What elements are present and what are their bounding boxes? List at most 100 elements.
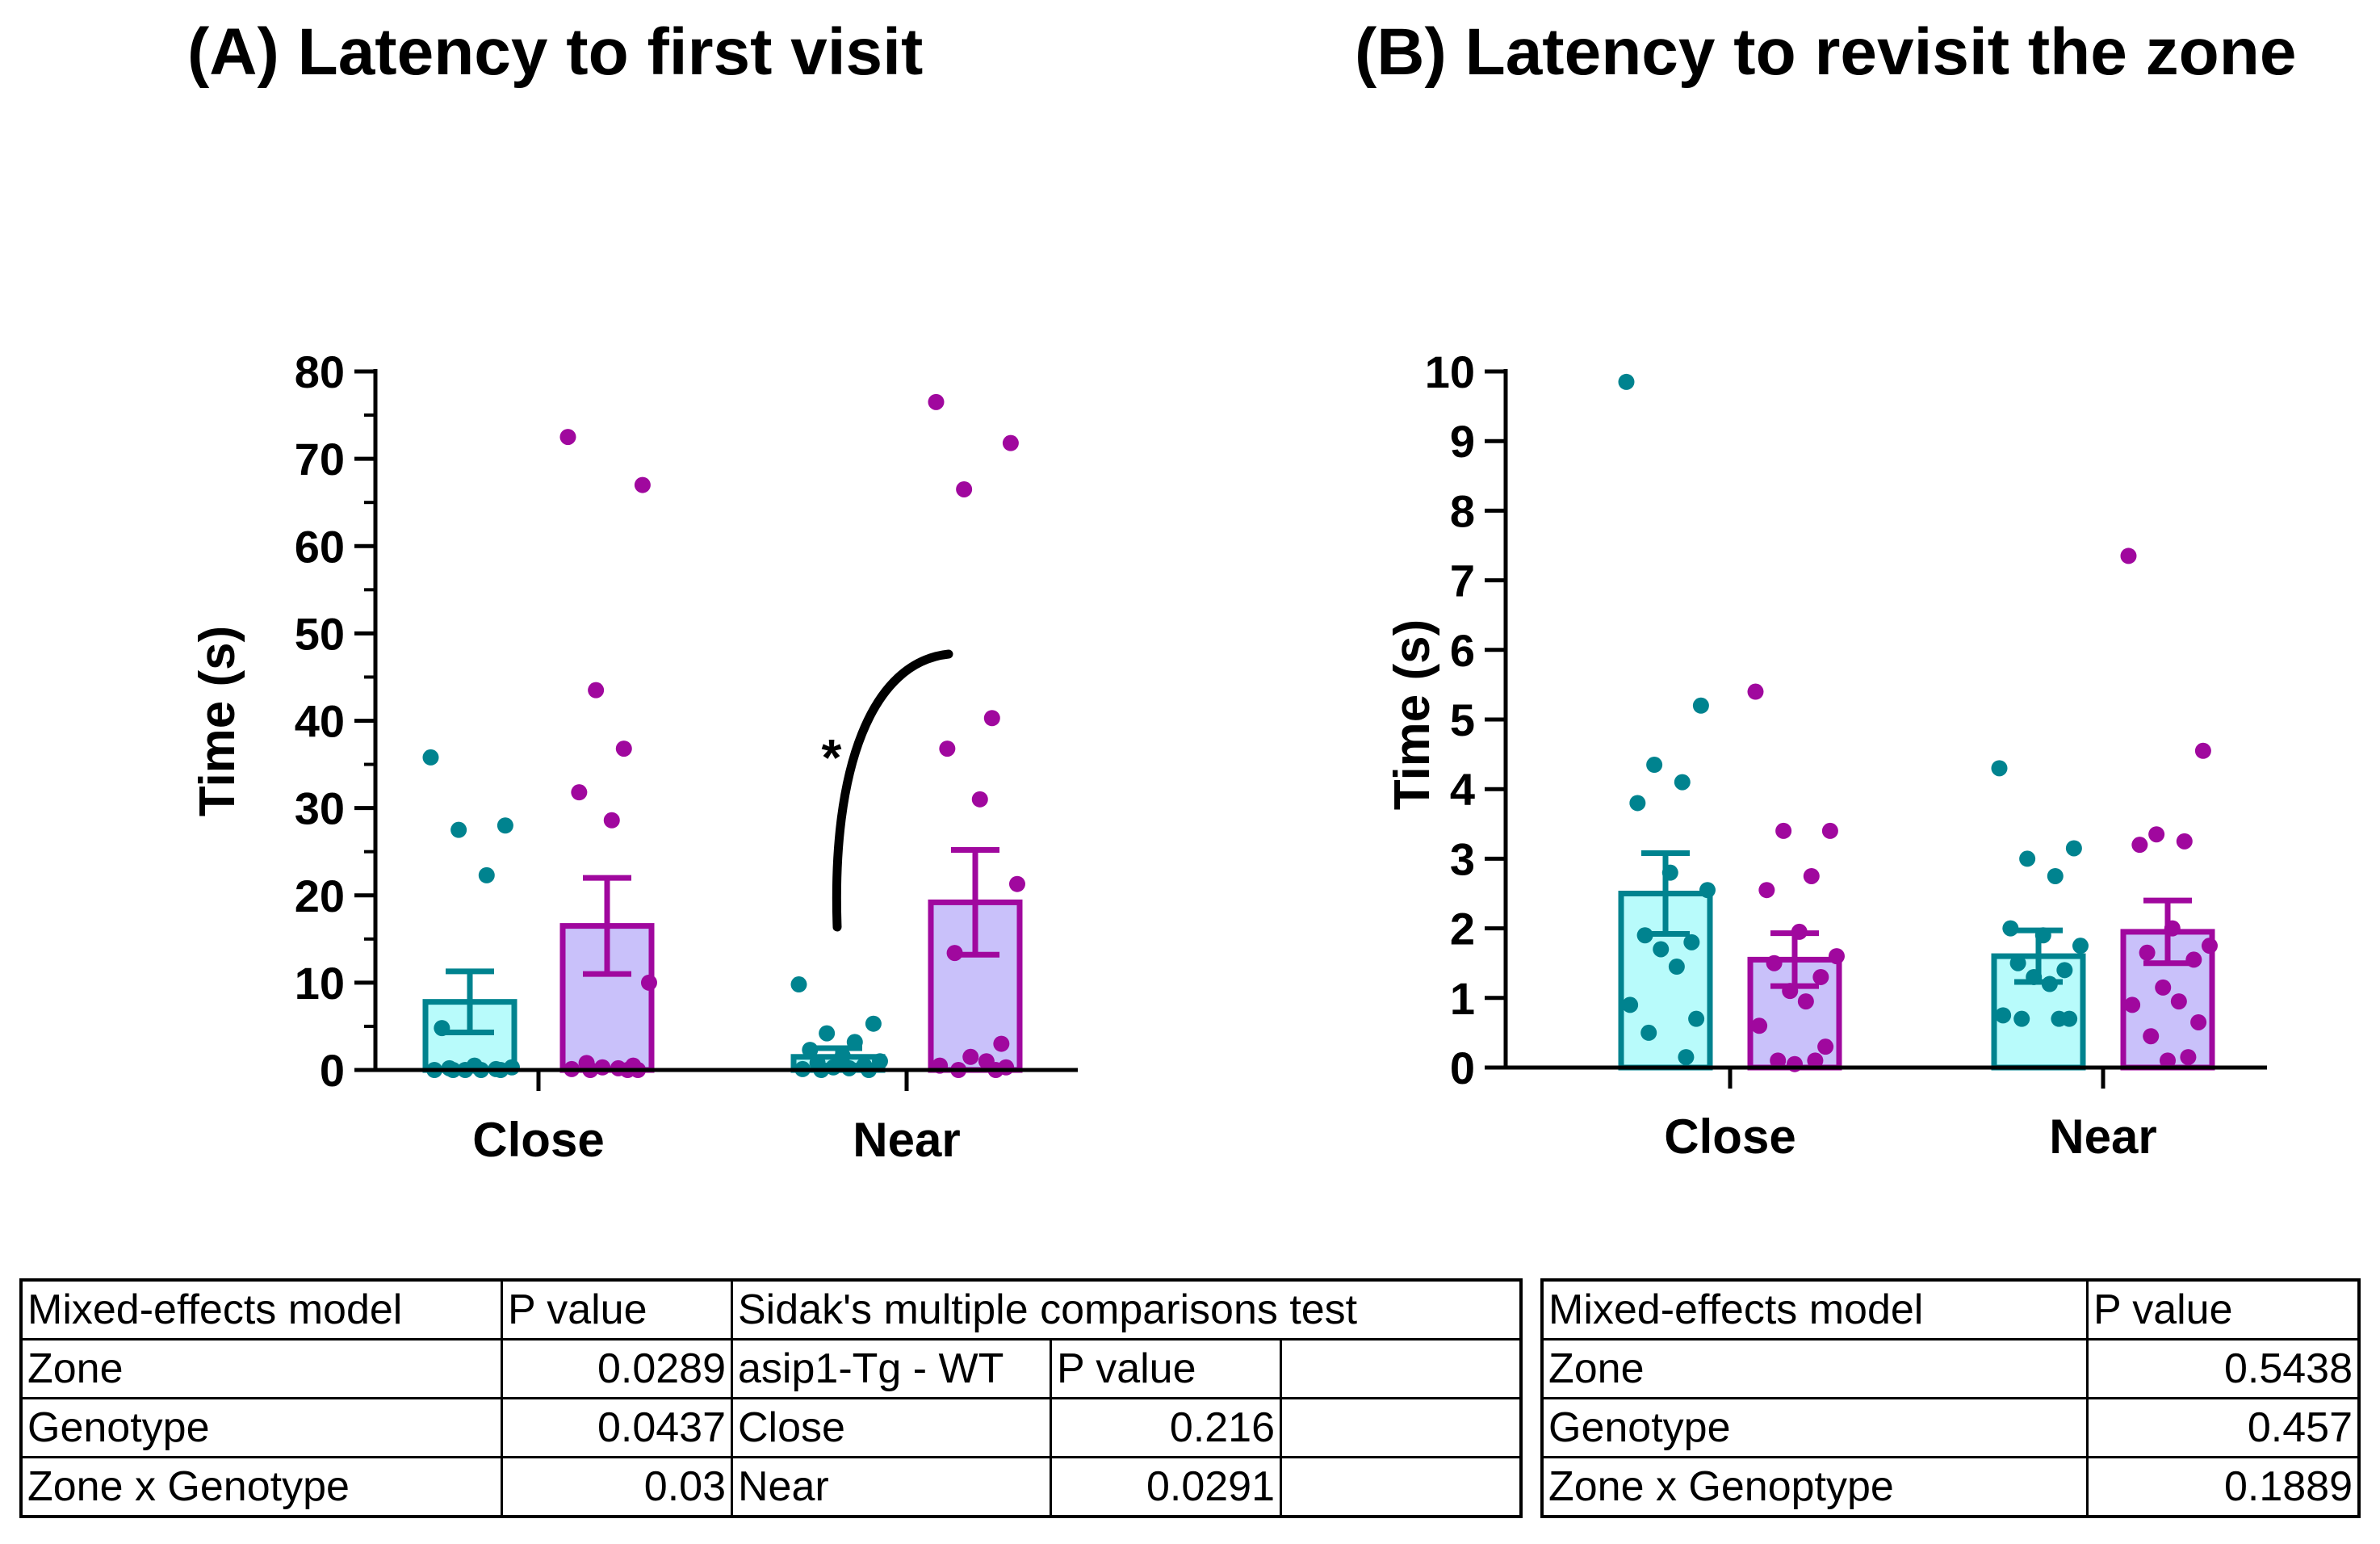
data-point bbox=[450, 821, 467, 838]
data-point bbox=[2170, 993, 2187, 1010]
table-a-cell: Near bbox=[731, 1456, 1052, 1518]
data-point bbox=[1751, 1017, 1768, 1034]
y-axis-label: Time (s) bbox=[190, 626, 245, 817]
data-point bbox=[1797, 993, 1814, 1010]
data-point bbox=[1002, 434, 1019, 451]
data-point bbox=[993, 1035, 1010, 1052]
table-b-header-p: P value bbox=[2086, 1278, 2361, 1341]
table-a-header-sidak: Sidak's multiple comparisons test bbox=[731, 1278, 1523, 1341]
data-point bbox=[2148, 826, 2165, 843]
significance-star: * bbox=[822, 728, 842, 787]
table-a-cell: asip1-Tg - WT bbox=[731, 1338, 1052, 1399]
data-point bbox=[962, 1048, 979, 1065]
data-point bbox=[2190, 1013, 2207, 1030]
table-a-cell: Close bbox=[731, 1397, 1052, 1458]
data-point bbox=[1995, 1007, 2012, 1024]
data-point bbox=[865, 1015, 882, 1032]
table-a-header-p: P value bbox=[501, 1278, 733, 1341]
data-point bbox=[1803, 867, 1820, 884]
data-point bbox=[2139, 944, 2156, 961]
category-label: Close bbox=[1664, 1110, 1795, 1164]
chart-a-title: (A) Latency to first visit bbox=[187, 15, 924, 89]
data-point bbox=[2155, 979, 2172, 996]
table-a-cell: 0.0289 bbox=[501, 1338, 733, 1399]
data-point bbox=[478, 866, 495, 883]
data-point bbox=[1629, 795, 1646, 812]
data-point bbox=[1674, 774, 1691, 791]
y-tick-label: 50 bbox=[295, 608, 345, 659]
data-point bbox=[819, 1025, 836, 1042]
data-point bbox=[2176, 833, 2193, 850]
data-point bbox=[1618, 373, 1635, 390]
y-tick-label: 5 bbox=[1450, 694, 1475, 745]
table-a-cell bbox=[1280, 1338, 1523, 1399]
data-point bbox=[2131, 837, 2148, 854]
data-point bbox=[2065, 840, 2082, 857]
y-tick-label: 80 bbox=[295, 346, 345, 397]
data-point bbox=[2009, 955, 2026, 971]
table-b-cell: 0.5438 bbox=[2086, 1338, 2361, 1399]
category-label: Near bbox=[853, 1113, 960, 1167]
y-tick-label: 6 bbox=[1450, 625, 1475, 676]
category-label: Near bbox=[2049, 1110, 2156, 1164]
data-point bbox=[588, 682, 605, 699]
y-tick-label: 60 bbox=[295, 521, 345, 572]
y-tick-label: 20 bbox=[295, 871, 345, 921]
data-point bbox=[1787, 1055, 1803, 1072]
data-point bbox=[971, 791, 988, 808]
data-point bbox=[640, 974, 657, 991]
table-b-header-model: Mixed-effects model bbox=[1540, 1278, 2089, 1341]
data-point bbox=[956, 480, 973, 497]
data-point bbox=[2180, 1049, 2197, 1066]
data-point bbox=[1821, 822, 1838, 839]
category-label: Close bbox=[472, 1113, 604, 1167]
chart-b-title: (B) Latency to revisit the zone bbox=[1355, 15, 2297, 89]
data-point bbox=[571, 784, 588, 801]
data-point bbox=[1668, 959, 1685, 975]
data-point bbox=[1775, 822, 1792, 839]
significance-bracket bbox=[832, 649, 953, 932]
y-tick-label: 70 bbox=[295, 434, 345, 485]
y-tick-label: 0 bbox=[1450, 1043, 1475, 1093]
data-point bbox=[983, 710, 1000, 727]
data-point bbox=[1653, 941, 1670, 958]
data-point bbox=[2194, 742, 2211, 759]
data-point bbox=[1678, 1049, 1695, 1066]
table-a-cell: 0.216 bbox=[1050, 1397, 1282, 1458]
data-point bbox=[1692, 697, 1709, 714]
table-a-cell: 0.03 bbox=[501, 1456, 733, 1518]
data-point bbox=[422, 749, 439, 766]
data-point bbox=[2124, 996, 2141, 1013]
data-point bbox=[871, 1053, 888, 1070]
y-tick-label: 3 bbox=[1450, 833, 1475, 884]
table-a-cell: 0.0437 bbox=[501, 1397, 733, 1458]
data-point bbox=[1766, 955, 1783, 971]
data-point bbox=[1828, 948, 1845, 965]
data-point bbox=[2047, 867, 2064, 884]
data-point bbox=[2143, 1028, 2160, 1045]
table-a-header-model: Mixed-effects model bbox=[19, 1278, 503, 1341]
data-point bbox=[2051, 1010, 2068, 1027]
stats-table-a: Mixed-effects model P value Sidak's mult… bbox=[19, 1278, 1523, 1518]
data-point bbox=[1807, 1052, 1824, 1069]
data-point bbox=[1646, 757, 1663, 774]
data-point bbox=[615, 741, 632, 757]
table-a-cell: Zone bbox=[19, 1338, 503, 1399]
table-a-cell: Zone x Genotype bbox=[19, 1456, 503, 1518]
y-tick-label: 10 bbox=[295, 958, 345, 1009]
stats-table-b: Mixed-effects model P value Zone 0.5438 … bbox=[1540, 1278, 2361, 1518]
table-b-cell: 0.457 bbox=[2086, 1397, 2361, 1458]
data-point bbox=[603, 812, 620, 829]
data-point bbox=[2019, 850, 2036, 867]
table-a-cell bbox=[1280, 1456, 1523, 1518]
data-point bbox=[2056, 962, 2073, 979]
data-point bbox=[1640, 1024, 1657, 1041]
data-point bbox=[1991, 760, 2008, 777]
data-point bbox=[1758, 882, 1775, 899]
data-point bbox=[1699, 882, 1716, 899]
y-tick-label: 10 bbox=[1425, 346, 1475, 397]
table-b-cell: Zone bbox=[1540, 1338, 2089, 1399]
data-point bbox=[2120, 548, 2137, 564]
